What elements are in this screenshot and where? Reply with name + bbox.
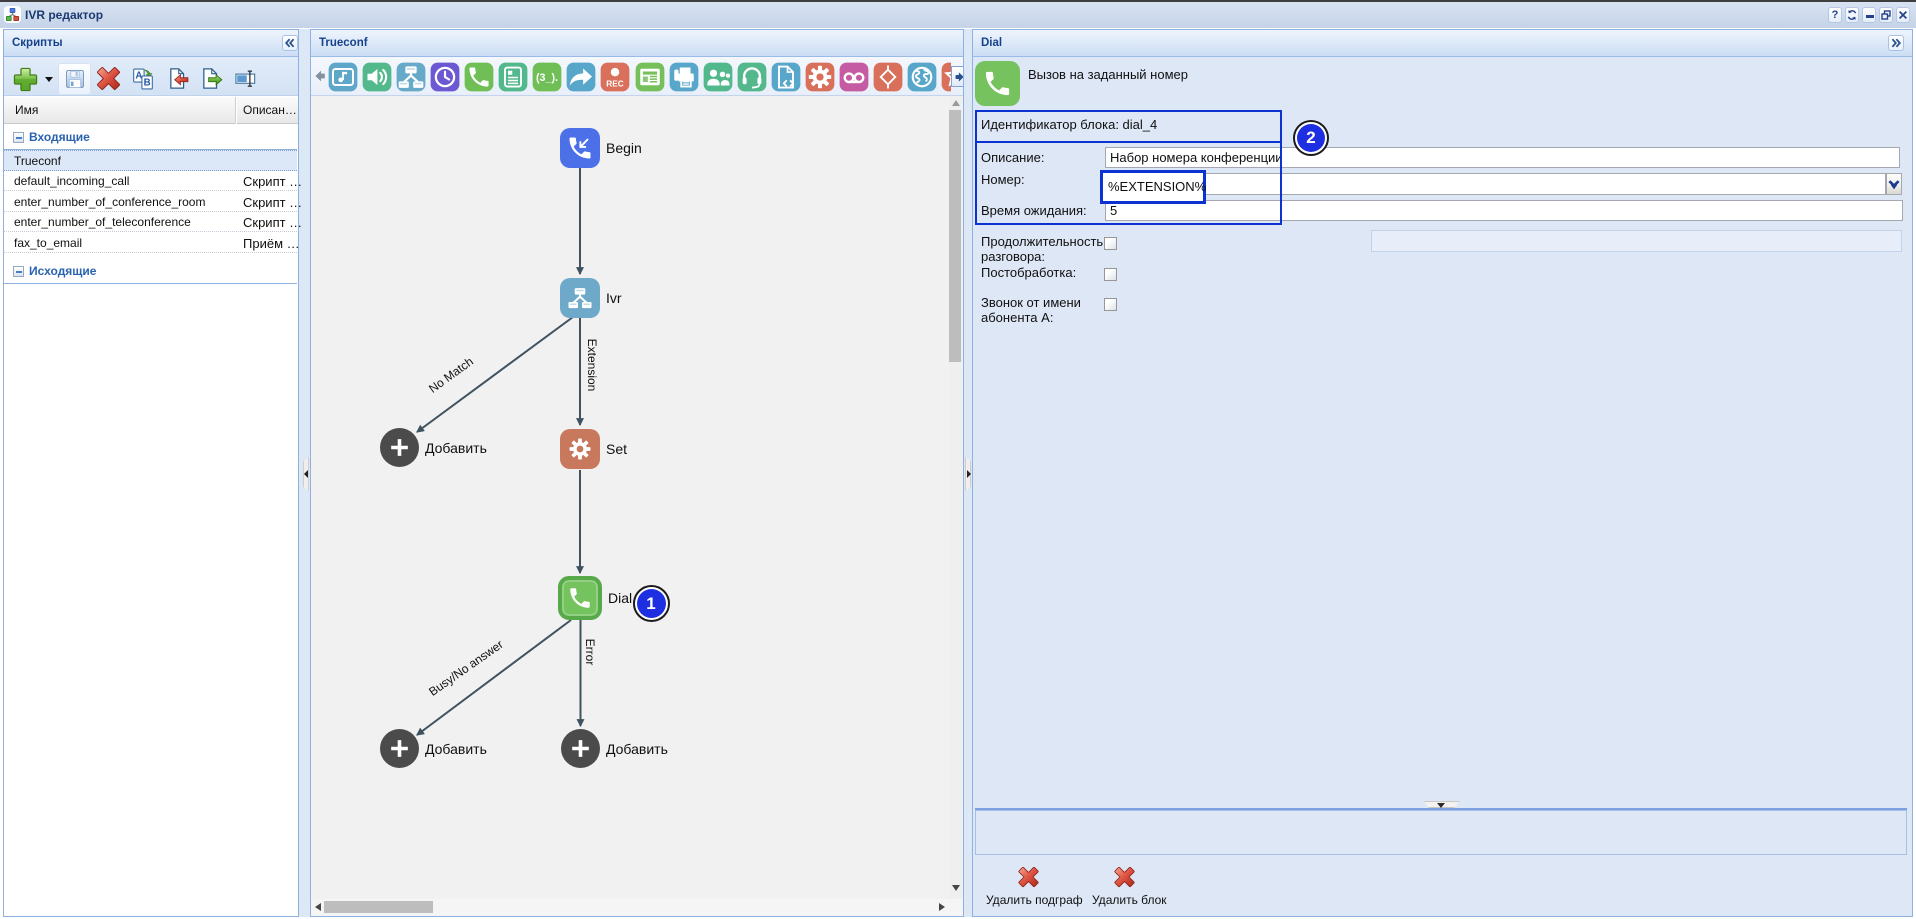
svg-text:REC: REC <box>607 79 624 88</box>
svg-text:(3_).: (3_). <box>536 72 558 84</box>
svg-text:B: B <box>144 78 151 89</box>
svg-text:A: A <box>135 71 142 82</box>
